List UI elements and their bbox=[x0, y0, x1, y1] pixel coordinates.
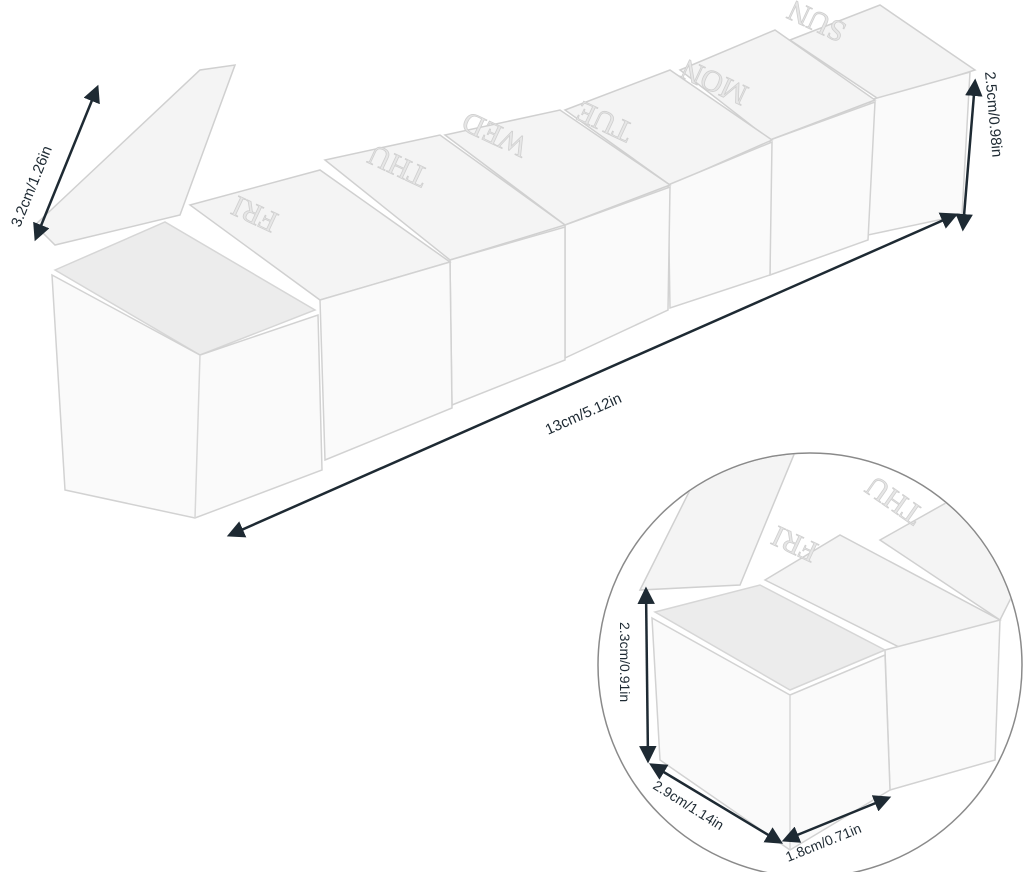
compartment-height-label: 2.3cm/0.91in bbox=[617, 622, 633, 702]
compartment-sun: SUN bbox=[782, 0, 977, 236]
total-length-label: 13cm/5.12in bbox=[543, 390, 625, 439]
detail-view: FRI THU 2.3cm/0.91in 2.9cm/1.14in 1.8cm/… bbox=[597, 452, 1023, 872]
pill-organizer: SUN MON TUE WED THU FRI bbox=[33, 0, 977, 519]
box-height-label: 2.5cm/0.98in bbox=[981, 71, 1005, 158]
